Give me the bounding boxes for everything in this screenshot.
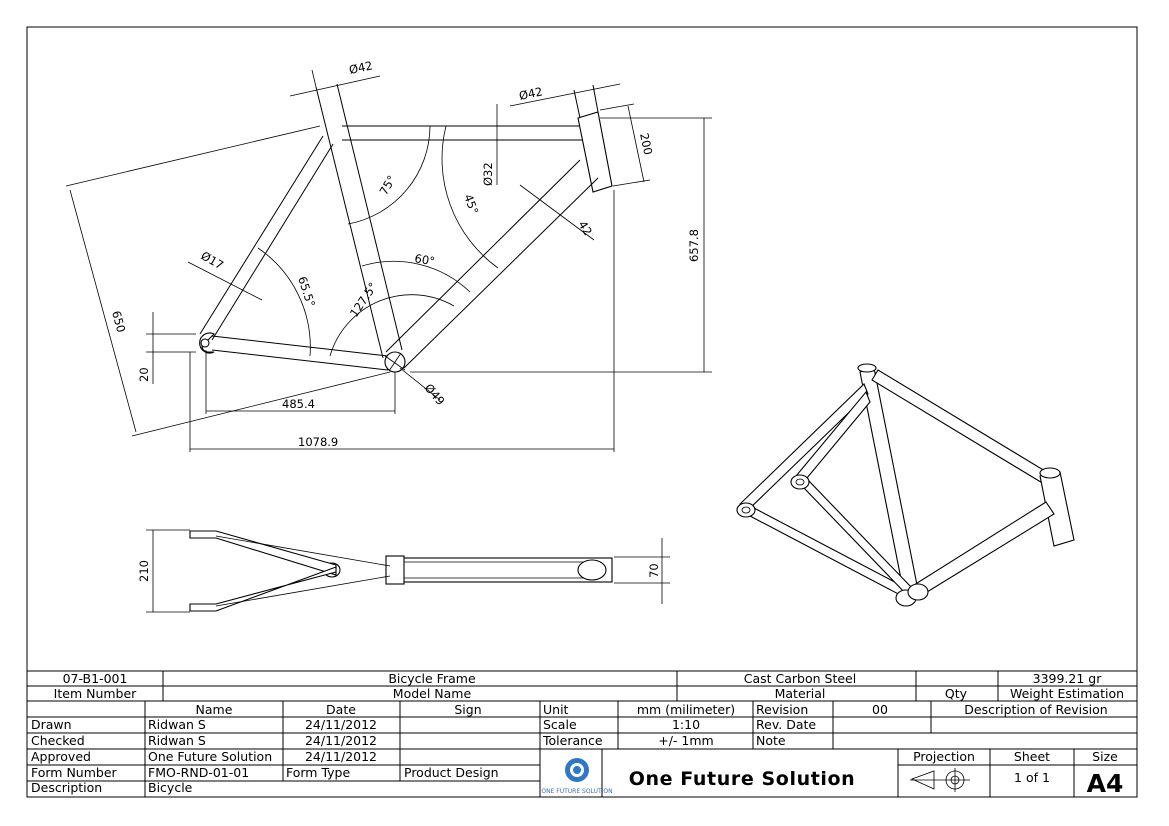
checked-label: Checked	[31, 733, 85, 748]
item-number-label: Item Number	[54, 686, 138, 701]
dim-width-210: 210	[137, 560, 151, 582]
unit-value: mm (milimeter)	[637, 702, 735, 717]
checked-date: 24/11/2012	[305, 733, 377, 748]
dim-chainstay-485-4: 485.4	[282, 397, 315, 411]
projection-label: Projection	[913, 749, 975, 764]
rev-date-label: Rev. Date	[756, 717, 816, 732]
dim-head-tube-length: 200	[637, 132, 655, 156]
sheet-value: 1 of 1	[1014, 770, 1050, 785]
revision-value: 00	[872, 702, 888, 717]
title-block: 07-B1-001 Item Number Bicycle Frame Mode…	[26, 670, 1138, 798]
dimension-lines	[65, 69, 712, 452]
dimension-labels: Ø42 Ø42 200 Ø32 42 75° 45° 60° 65.5° 127…	[109, 58, 701, 449]
projection-symbol	[910, 768, 970, 792]
weight-label: Weight Estimation	[1010, 686, 1124, 701]
form-type-label: Form Type	[286, 765, 350, 780]
description-value: Bicycle	[148, 780, 193, 795]
approved-name: One Future Solution	[148, 749, 272, 764]
isometric-view	[736, 363, 1075, 607]
company-logo: ONE FUTURE SOLUTION	[541, 758, 613, 795]
dim-angle-60: 60°	[413, 251, 436, 268]
dim-wheelbase-1078-9: 1078.9	[298, 435, 338, 449]
dim-down-tube-diameter: 42	[575, 218, 595, 238]
dim-angle-45: 45°	[461, 192, 481, 216]
approved-label: Approved	[31, 749, 91, 764]
chain-stay	[211, 335, 389, 371]
form-number-value: FMO-RND-01-01	[148, 765, 249, 780]
material-label: Material	[775, 686, 826, 701]
side-view: Ø42 Ø42 200 Ø32 42 75° 45° 60° 65.5° 127…	[65, 58, 712, 452]
size-label: Size	[1092, 749, 1118, 764]
dim-head-tube-diameter: Ø42	[518, 84, 544, 103]
form-number-label: Form Number	[31, 765, 118, 780]
col-date-header: Date	[326, 702, 356, 717]
dim-height-657-8: 657.8	[687, 229, 701, 262]
dim-angle-127-5: 127.5°	[347, 280, 380, 320]
model-name-value: Bicycle Frame	[388, 671, 476, 686]
size-value: A4	[1087, 769, 1124, 798]
top-tube	[342, 125, 584, 141]
seat-stay	[199, 135, 334, 341]
col-name-header: Name	[196, 702, 233, 717]
model-name-label: Model Name	[393, 686, 472, 701]
dim-angle-65-5: 65.5°	[295, 275, 318, 309]
tolerance-label: Tolerance	[542, 733, 603, 748]
sheet-border	[26, 26, 1138, 798]
drawn-label: Drawn	[31, 717, 72, 732]
dim-seat-length-650: 650	[109, 309, 128, 334]
approved-date: 24/11/2012	[305, 749, 377, 764]
weight-value: 3399.21 gr	[1033, 671, 1103, 686]
note-label: Note	[756, 733, 786, 748]
scale-label: Scale	[543, 717, 577, 732]
head-tube	[573, 84, 613, 193]
dim-seat-stay-diameter: Ø17	[199, 248, 227, 272]
dim-width-70: 70	[647, 563, 661, 578]
tolerance-value: +/- 1mm	[658, 733, 713, 748]
unit-label: Unit	[543, 702, 569, 717]
rear-dropout	[199, 332, 215, 354]
desc-of-revision-label: Description of Revision	[964, 702, 1107, 717]
form-type-value: Product Design	[404, 765, 499, 780]
logo-text: ONE FUTURE SOLUTION	[541, 788, 612, 795]
dim-bb-diameter: Ø49	[422, 381, 448, 408]
scale-value: 1:10	[672, 717, 700, 732]
seat-tube	[315, 83, 403, 359]
top-view: 210 70	[137, 529, 670, 613]
dim-dropout-20: 20	[137, 367, 151, 382]
dim-angle-75: 75°	[376, 173, 398, 198]
item-number-value: 07-B1-001	[63, 671, 128, 686]
qty-label: Qty	[945, 686, 968, 701]
drawn-name: Ridwan S	[148, 717, 206, 732]
material-value: Cast Carbon Steel	[744, 671, 856, 686]
checked-name: Ridwan S	[148, 733, 206, 748]
description-label: Description	[31, 780, 102, 795]
revision-label: Revision	[756, 702, 808, 717]
col-sign-header: Sign	[454, 702, 481, 717]
dim-seat-tube-diameter: Ø42	[348, 58, 374, 77]
dim-top-tube-diameter: Ø32	[481, 162, 495, 186]
drawn-date: 24/11/2012	[305, 717, 377, 732]
company-name: One Future Solution	[629, 768, 856, 790]
sheet-label: Sheet	[1014, 749, 1050, 764]
